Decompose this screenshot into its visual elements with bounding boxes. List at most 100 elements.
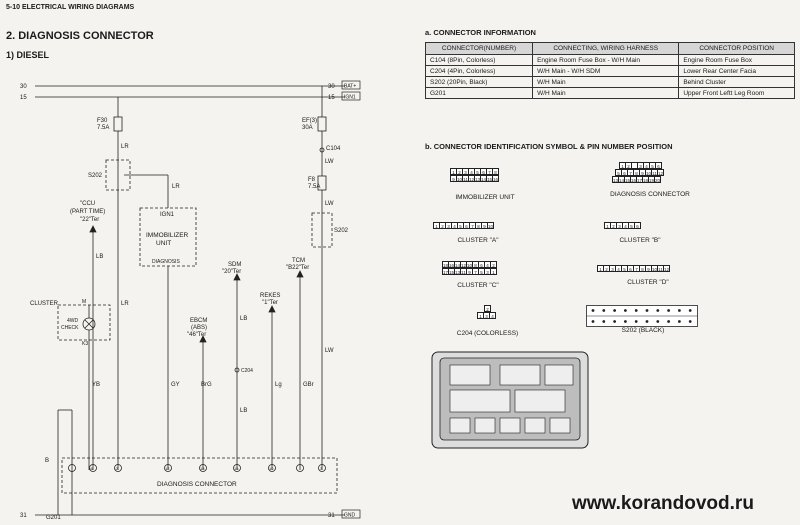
pin-label: 10 bbox=[269, 466, 274, 471]
rail-31-right: 31 bbox=[328, 513, 335, 519]
table-cell: W/H Main bbox=[532, 76, 680, 88]
rail-15-right: 15 bbox=[328, 95, 335, 101]
wire-lb-3: LB bbox=[240, 408, 247, 414]
table-row: G201 W/H Main Upper Front Leftt Leg Room bbox=[424, 87, 795, 99]
connector-pin: 16 bbox=[492, 175, 499, 182]
wire-lw-1: LW bbox=[325, 159, 334, 165]
table-row: S202 (20Pin, Black) W/H Main Behind Clus… bbox=[424, 76, 795, 88]
cluster-a-label: CLUSTER "A" bbox=[457, 237, 499, 244]
s202-label: S202 (BLACK) bbox=[621, 327, 665, 334]
s202-pin-dot bbox=[645, 309, 649, 312]
tcm-label-1: TCM bbox=[292, 258, 305, 264]
wire-lw-3: LW bbox=[325, 348, 334, 354]
c104-label: C104 bbox=[326, 146, 341, 152]
immo-label-1: IMMOBILIZER bbox=[146, 232, 189, 239]
diag-conn-label: DIAGNOSIS CONNECTOR bbox=[157, 481, 237, 488]
wire-lr-3: LR bbox=[121, 301, 129, 307]
connector-pin: 2 bbox=[490, 261, 497, 268]
table-row: C204 (4Pin, Colorless) W/H Main - W/H SD… bbox=[424, 65, 795, 77]
ef-label: EF(3) bbox=[302, 118, 317, 124]
pin-label: 3 bbox=[320, 466, 323, 471]
connector-info-heading: a. CONNECTOR INFORMATION bbox=[425, 28, 536, 37]
connector-info-table: CONNECTOR(NUMBER) CONNECTING, WIRING HAR… bbox=[424, 42, 795, 99]
c204-label: C204 (COLORLESS) bbox=[456, 330, 519, 337]
ebcm-label-3: "46"Ter bbox=[187, 332, 206, 338]
wire-lg: Lg bbox=[275, 382, 282, 388]
table-row: C104 (8Pin, Colorless) Engine Room Fuse … bbox=[424, 54, 795, 66]
immobilizer-connector-label: IMMOBILIZER UNIT bbox=[455, 194, 515, 201]
s202-a-label: S202 bbox=[88, 173, 103, 179]
table-cell: G201 bbox=[424, 87, 534, 99]
s202-pin-dot bbox=[591, 309, 595, 312]
rail-30-left: 30 bbox=[20, 84, 27, 90]
connector-pin: 6 bbox=[634, 222, 641, 229]
s202-pin-dot bbox=[688, 309, 692, 312]
pin-m-label: M bbox=[82, 299, 86, 305]
page-header: 5-10 ELECTRICAL WIRING DIAGRAMS bbox=[6, 4, 135, 11]
f30-amp: 7.5A bbox=[97, 125, 109, 131]
table-cell: W/H Main bbox=[532, 87, 680, 99]
page-subtitle: 1) DIESEL bbox=[6, 50, 50, 60]
s202-pin-dot bbox=[613, 309, 616, 312]
s202-pin-dot bbox=[634, 320, 638, 323]
column-header: CONNECTOR POSITION bbox=[678, 42, 795, 55]
table-cell: W/H Main - W/H SDM bbox=[532, 65, 680, 77]
ccu-label-1: "CCU bbox=[80, 201, 95, 207]
s202-pin-dot bbox=[688, 320, 692, 323]
table-cell: Lower Rear Center Facia bbox=[678, 65, 795, 77]
f8-label: F8 bbox=[308, 177, 316, 183]
f30-label: F30 bbox=[97, 118, 108, 124]
rail-15-left: 15 bbox=[20, 95, 27, 101]
wire-lb-2: LB bbox=[240, 316, 247, 322]
check-label-1: 4WD bbox=[67, 318, 79, 324]
pin-label: 2 bbox=[116, 466, 119, 471]
tcm-label-2: "B22"Ter bbox=[286, 265, 309, 271]
page-title: 2. DIAGNOSIS CONNECTOR bbox=[6, 30, 154, 42]
fuse-box-illustration bbox=[431, 351, 589, 449]
wire-brg: BrG bbox=[201, 382, 212, 388]
wire-gy: GY bbox=[171, 382, 180, 388]
connector-pin: 10 bbox=[487, 222, 494, 229]
table-cell: Engine Room Fuse Box bbox=[678, 54, 795, 66]
wire-yb: YB bbox=[92, 382, 100, 388]
wire-lw-2: LW bbox=[325, 201, 334, 207]
bat-tag: BAT+ bbox=[344, 84, 356, 90]
table-header-row: CONNECTOR(NUMBER) CONNECTING, WIRING HAR… bbox=[424, 42, 795, 55]
connector-pin: 8 bbox=[492, 168, 499, 175]
immo-label-2: UNIT bbox=[156, 240, 171, 247]
cluster-c-label: CLUSTER "C" bbox=[457, 282, 499, 289]
rail-31-left: 31 bbox=[20, 513, 27, 519]
ef-amp: 30A bbox=[302, 125, 313, 131]
wire-b: B bbox=[45, 458, 49, 464]
connector-pin: 12 bbox=[657, 169, 664, 176]
pin-label: 13 bbox=[200, 466, 205, 471]
wiring-schematic: 30 15 30 15 BAT+ IGN1 31 31 GND F30 7.5A… bbox=[20, 80, 361, 521]
s202-b-label: S202 bbox=[334, 228, 349, 234]
ebcm-label-2: (ABS) bbox=[191, 325, 207, 331]
s202-pin-dot bbox=[645, 320, 649, 323]
s202-pin-dot bbox=[591, 320, 595, 323]
rekes-label-2: "1"Ter bbox=[262, 300, 278, 306]
s202-pin-dot bbox=[667, 320, 670, 323]
s202-pin-dot bbox=[656, 309, 660, 312]
rekes-label-1: REKES bbox=[260, 293, 280, 299]
c204-schem-label: C204 bbox=[241, 368, 253, 374]
connector-pin: 4 bbox=[489, 312, 496, 319]
s202-connector bbox=[586, 305, 698, 327]
f8-amp: 7.5A bbox=[308, 184, 320, 190]
wire-lb-1: LB bbox=[96, 254, 103, 260]
cluster-b-label: CLUSTER "B" bbox=[619, 237, 661, 244]
table-cell: C104 (8Pin, Colorless) bbox=[424, 54, 534, 66]
pin-k3-label: K3 bbox=[82, 341, 88, 347]
table-cell: Engine Room Fuse Box - W/H Main bbox=[532, 54, 680, 66]
table-cell: Upper Front Leftt Leg Room bbox=[678, 87, 795, 99]
sdm-label-1: SDM bbox=[228, 262, 241, 268]
s202-pin-dot bbox=[678, 309, 681, 312]
s202-pin-dot bbox=[624, 320, 627, 323]
